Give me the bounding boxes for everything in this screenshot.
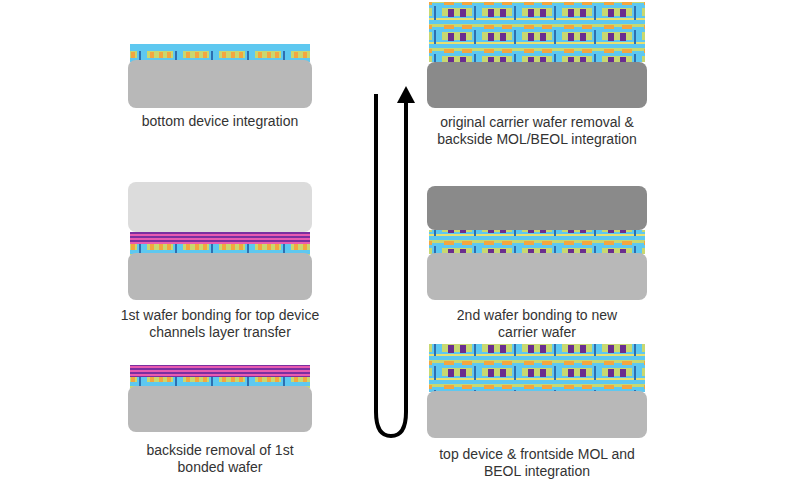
channel-layers	[130, 232, 310, 244]
device-stack	[429, 2, 645, 62]
bonded-wafer	[128, 182, 312, 232]
step-caption: 1st wafer bonding for top device channel…	[100, 307, 340, 341]
carrier-wafer	[128, 60, 312, 108]
arrow-head	[397, 86, 415, 103]
device-stack	[429, 344, 645, 392]
device-stack	[429, 230, 645, 254]
carrier-wafer	[427, 253, 647, 300]
new-carrier-wafer	[427, 62, 647, 108]
carrier-wafer	[427, 391, 647, 438]
carrier-wafer	[128, 386, 312, 432]
step-caption: top device & frontside MOL and BEOL inte…	[432, 446, 642, 480]
channel-layers	[130, 365, 310, 377]
carrier-wafer	[128, 253, 312, 300]
new-carrier-wafer	[427, 186, 647, 230]
flow-arrow	[376, 94, 406, 436]
step-caption: original carrier wafer removal & backsid…	[417, 114, 657, 148]
step-caption: bottom device integration	[100, 113, 340, 130]
dielectric-layer	[130, 44, 310, 51]
step-caption: backside removal of 1st bonded wafer	[130, 442, 310, 476]
step-caption: 2nd wafer bonding to new carrier wafer	[437, 307, 637, 341]
